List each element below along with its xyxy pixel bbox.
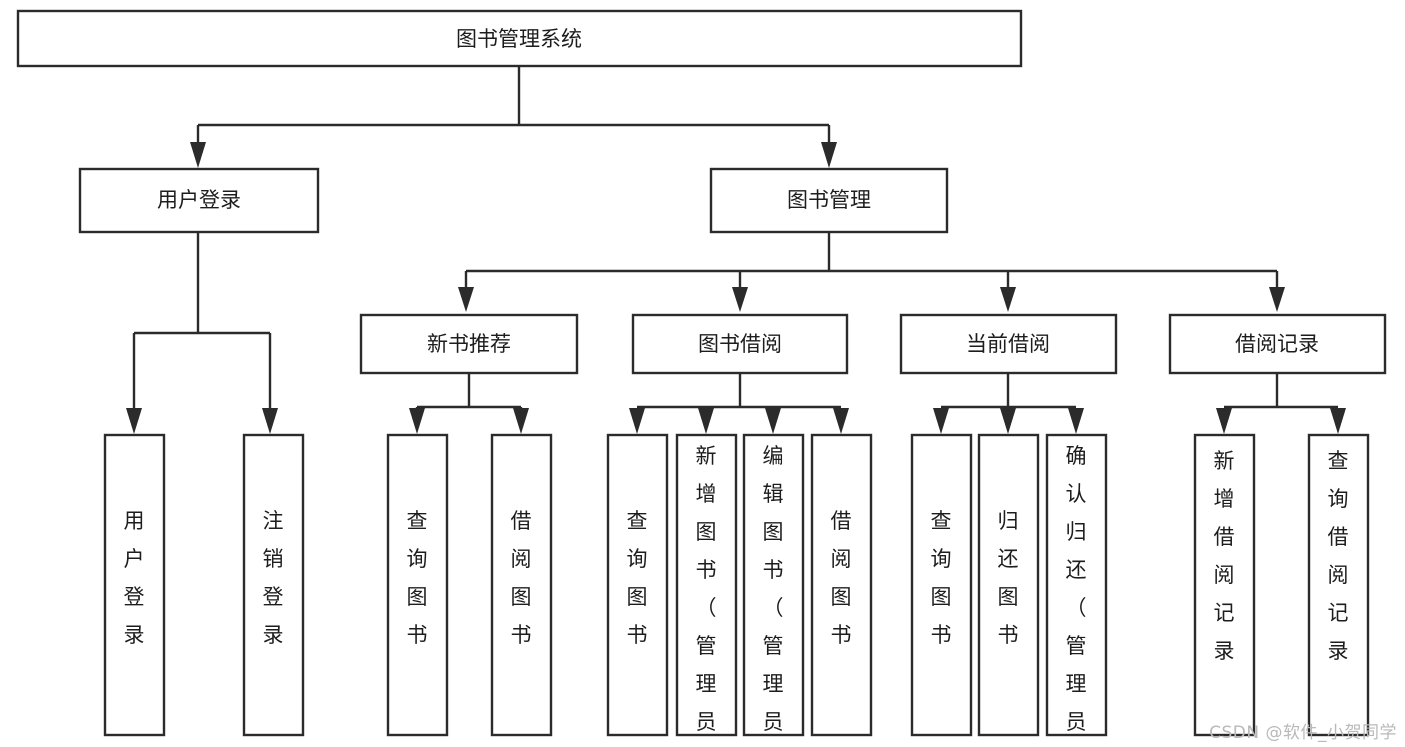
node-leaf-query-book-1-label: 查询图书: [407, 509, 428, 647]
connector-group-root: [190, 66, 837, 168]
node-borrow-record-label: 借阅记录: [1235, 332, 1319, 356]
node-leaf-logout-label: 注销登录: [263, 509, 284, 647]
node-leaf-query-book-2-label: 查询图书: [627, 509, 648, 647]
node-leaf-borrow-book-1[interactable]: 借阅图书: [490, 433, 553, 737]
arrow-head-leaf-add-record: [1216, 408, 1232, 434]
node-leaf-query-book-3-box[interactable]: [910, 433, 973, 737]
node-root-label: 图书管理系统: [456, 27, 582, 51]
node-book-borrow[interactable]: 图书借阅: [631, 313, 849, 375]
node-borrow-record[interactable]: 借阅记录: [1168, 313, 1387, 375]
node-leaf-confirm-return-label: 确认归还（管理员）: [1066, 444, 1087, 747]
node-leaf-add-book[interactable]: 新增图书（管理员）: [675, 433, 738, 747]
node-leaf-logout[interactable]: 注销登录: [242, 433, 305, 737]
arrow-head-leaf-logout: [262, 408, 278, 434]
node-leaf-return-book[interactable]: 归还图书: [977, 433, 1040, 737]
arrow-head-book-borrow: [732, 287, 748, 312]
node-leaf-borrow-book-2-label: 借阅图书: [831, 509, 852, 647]
node-root-box[interactable]: [16, 9, 1023, 68]
arrow-head-leaf-borrow-book-2: [833, 408, 849, 434]
arrow-head-leaf-confirm-return: [1068, 408, 1084, 434]
arrow-head-leaf-user-login: [126, 408, 142, 434]
node-current-borrow-label: 当前借阅: [966, 332, 1050, 356]
node-root[interactable]: 图书管理系统: [16, 9, 1023, 68]
arrow-head-book-manage: [821, 142, 837, 168]
arrow-head-current-borrow: [1000, 287, 1016, 312]
node-book-borrow-label: 图书借阅: [698, 332, 782, 356]
connector-group-new-book-rec: [409, 373, 529, 434]
node-borrow-record-box[interactable]: [1168, 313, 1387, 375]
node-leaf-query-book-3[interactable]: 查询图书: [910, 433, 973, 737]
node-new-book-rec-box[interactable]: [359, 313, 579, 375]
connector-group-book-borrow: [629, 373, 849, 434]
node-user-login-label: 用户登录: [157, 188, 241, 212]
arrow-head-leaf-query-book-3: [933, 408, 949, 434]
node-leaf-logout-box[interactable]: [242, 433, 305, 737]
node-leaf-user-login-label: 用户登录: [124, 509, 145, 647]
node-current-borrow[interactable]: 当前借阅: [899, 313, 1118, 375]
connector-group-current-borrow: [933, 373, 1084, 434]
node-book-manage-box[interactable]: [709, 167, 949, 234]
node-leaf-confirm-return[interactable]: 确认归还（管理员）: [1045, 433, 1108, 747]
node-leaf-borrow-book-1-label: 借阅图书: [511, 509, 532, 647]
node-current-borrow-box[interactable]: [899, 313, 1118, 375]
node-leaf-query-book-1[interactable]: 查询图书: [386, 433, 449, 737]
arrow-head-leaf-edit-book: [765, 408, 781, 434]
node-leaf-add-record[interactable]: 新增借阅记录: [1193, 433, 1256, 737]
arrow-head-user-login: [190, 142, 206, 168]
node-leaf-add-book-box[interactable]: [675, 433, 738, 737]
node-leaf-query-record[interactable]: 查询借阅记录: [1307, 433, 1370, 737]
node-leaf-return-book-label: 归还图书: [998, 509, 1019, 647]
connector-group-book-manage: [458, 232, 1285, 312]
arrow-head-new-book-rec: [458, 287, 474, 312]
node-leaf-return-book-box[interactable]: [977, 433, 1040, 737]
node-leaf-query-record-box[interactable]: [1307, 433, 1370, 737]
node-leaf-confirm-return-box[interactable]: [1045, 433, 1108, 737]
connector-group-user-login: [126, 232, 278, 434]
node-leaf-query-book-2[interactable]: 查询图书: [606, 433, 669, 737]
arrow-head-borrow-record: [1269, 287, 1285, 312]
node-leaf-edit-book[interactable]: 编辑图书（管理员）: [742, 433, 805, 747]
node-new-book-rec[interactable]: 新书推荐: [359, 313, 579, 375]
node-user-login-box[interactable]: [78, 167, 320, 234]
arrow-head-leaf-query-record: [1330, 408, 1346, 434]
arrow-head-leaf-return-book: [1000, 408, 1016, 434]
node-leaf-add-record-label: 新增借阅记录: [1214, 449, 1235, 663]
node-leaf-edit-book-label: 编辑图书（管理员）: [763, 444, 784, 747]
connector-group-borrow-record: [1216, 373, 1346, 434]
node-leaf-add-record-box[interactable]: [1193, 433, 1256, 737]
node-leaf-query-book-2-box[interactable]: [606, 433, 669, 737]
node-leaf-user-login[interactable]: 用户登录: [103, 433, 166, 737]
node-leaf-query-record-label: 查询借阅记录: [1328, 449, 1349, 663]
csdn-watermark: CSDN @软件_小贺同学: [1209, 723, 1397, 743]
arrow-head-leaf-add-book: [698, 408, 714, 434]
node-leaf-borrow-book-2-box[interactable]: [810, 433, 873, 737]
arrow-head-leaf-query-book-1: [409, 408, 425, 434]
node-leaf-borrow-book-2[interactable]: 借阅图书: [810, 433, 873, 737]
arrow-head-leaf-query-book-2: [629, 408, 645, 434]
node-leaf-borrow-book-1-box[interactable]: [490, 433, 553, 737]
node-leaf-add-book-label: 新增图书（管理员）: [696, 444, 717, 747]
node-book-manage[interactable]: 图书管理: [709, 167, 949, 234]
node-book-manage-label: 图书管理: [787, 188, 871, 212]
node-leaf-query-book-3-label: 查询图书: [931, 509, 952, 647]
node-new-book-rec-label: 新书推荐: [427, 332, 511, 356]
node-user-login[interactable]: 用户登录: [78, 167, 320, 234]
node-book-borrow-box[interactable]: [631, 313, 849, 375]
node-leaf-user-login-box[interactable]: [103, 433, 166, 737]
node-leaf-query-book-1-box[interactable]: [386, 433, 449, 737]
node-leaf-edit-book-box[interactable]: [742, 433, 805, 737]
arrow-head-leaf-borrow-book-1: [513, 408, 529, 434]
